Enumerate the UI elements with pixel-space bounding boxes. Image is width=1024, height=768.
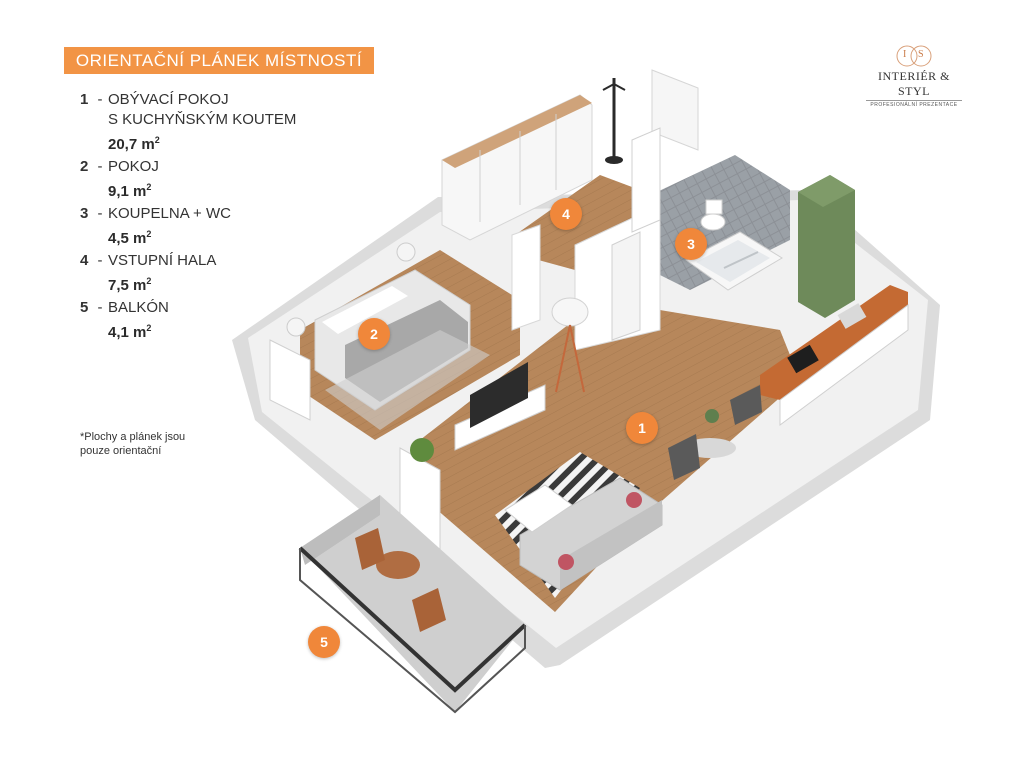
legend-number: 3 <box>80 205 89 222</box>
legend-item-2: 2 - POKOJ 9,1 m2 <box>80 157 320 202</box>
legend-room-area: 9,1 m2 <box>108 182 152 200</box>
logo-letter-i: I <box>903 49 907 60</box>
chair-icon <box>668 385 762 480</box>
logo-letter-s: S <box>918 49 924 60</box>
legend-number: 2 <box>80 158 89 175</box>
legend-room-area: 4,1 m2 <box>108 323 152 341</box>
room-legend: 1 - OBÝVACÍ POKOJ S KUCHYŇSKÝM KOUTEM 20… <box>80 90 320 345</box>
legend-room-area: 20,7 m2 <box>108 135 160 153</box>
legend-item-5: 5 - BALKÓN 4,1 m2 <box>80 298 320 343</box>
kitchen-counter <box>760 285 909 426</box>
room-badge-1: 1 <box>626 412 658 444</box>
bathtub-icon <box>723 251 759 269</box>
coat-rack-icon <box>602 78 626 164</box>
disclaimer-note: *Plochy a plánek jsou pouze orientační <box>80 431 186 457</box>
bedside-lamps <box>286 242 416 337</box>
coffee-table <box>504 484 573 533</box>
bed-icon <box>314 269 490 430</box>
plan-title: ORIENTAČNÍ PLÁNEK MÍSTNOSTÍ <box>64 47 374 74</box>
logo-name: INTERIÉR & STYL <box>878 69 950 98</box>
toilet-icon <box>700 199 726 231</box>
fridge-icon <box>798 175 855 318</box>
wardrobe <box>441 94 593 241</box>
company-logo: I S INTERIÉR & STYL PROFESIONÁLNÍ PREZEN… <box>862 44 966 108</box>
balcony <box>298 495 527 714</box>
interior-partitions <box>269 69 699 561</box>
legend-room-name: OBÝVACÍ POKOJ <box>108 91 229 108</box>
legend-room-area: 7,5 m2 <box>108 276 152 294</box>
legend-item-1: 1 - OBÝVACÍ POKOJ S KUCHYŇSKÝM KOUTEM 20… <box>80 90 320 155</box>
legend-number: 1 <box>80 91 89 108</box>
legend-room-name: POKOJ <box>108 158 159 175</box>
legend-dash: - <box>97 91 103 108</box>
logo-divider <box>866 100 962 101</box>
room-badge-2: 2 <box>358 318 390 350</box>
legend-dash: - <box>97 299 103 316</box>
floor-lamp-icon <box>551 297 589 393</box>
legend-dash: - <box>97 205 103 222</box>
logo-subtitle: PROFESIONÁLNÍ PREZENTACE <box>870 102 958 108</box>
legend-room-name: KOUPELNA + WC <box>108 205 231 222</box>
room-badge-3: 3 <box>675 228 707 260</box>
legend-room-name: VSTUPNÍ HALA <box>108 252 217 269</box>
room-badge-4: 4 <box>550 198 582 230</box>
bathroom-fixtures <box>685 199 783 291</box>
legend-room-name: BALKÓN <box>108 299 169 316</box>
legend-room-area: 4,5 m2 <box>108 229 152 247</box>
legend-number: 4 <box>80 252 89 269</box>
sofa-icon <box>519 477 663 591</box>
logo-circles-icon: I S <box>862 44 966 68</box>
legend-room-name-line2: S KUCHYŇSKÝM KOUTEM <box>108 111 297 128</box>
legend-item-3: 3 - KOUPELNA + WC 4,5 m2 <box>80 204 320 249</box>
legend-dash: - <box>97 158 103 175</box>
legend-dash: - <box>97 252 103 269</box>
tv-icon <box>454 362 546 451</box>
room-badge-5: 5 <box>308 626 340 658</box>
legend-number: 5 <box>80 299 89 316</box>
legend-item-4: 4 - VSTUPNÍ HALA 7,5 m2 <box>80 251 320 296</box>
